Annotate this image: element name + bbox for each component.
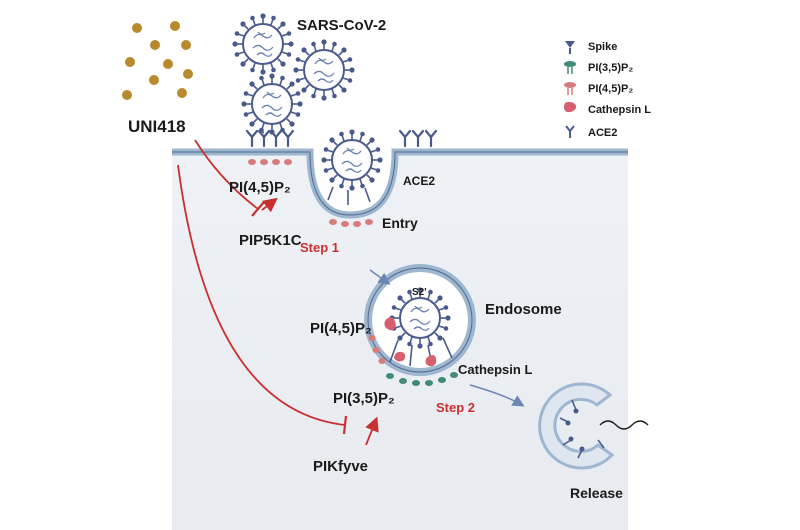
entry-label: Entry (382, 215, 418, 231)
endosome-label: Endosome (485, 301, 562, 318)
pip5k1c-activation (261, 197, 278, 213)
legend-ace2: ACE2 (588, 127, 617, 139)
pit-pi45p2 (329, 219, 373, 227)
pi45p2-label: PI(4,5)P₂ (229, 179, 291, 196)
endosome-pi35p2 (386, 372, 458, 386)
endosome-pi45p2 (368, 335, 386, 364)
uni418-particles (122, 21, 193, 100)
drug-label: UNI418 (128, 117, 186, 136)
step1-label: Step 1 (300, 240, 339, 255)
pi45p2-endosome-label: PI(4,5)P₂ (310, 320, 372, 337)
legend-spike: Spike (588, 41, 617, 53)
ace2-icon (565, 125, 575, 138)
pikfyve-label: PIKfyve (313, 458, 368, 475)
virus-particle (240, 72, 304, 136)
ace2-label: ACE2 (403, 174, 435, 188)
ace2-receptors (398, 129, 438, 148)
release-arrow (469, 384, 525, 407)
released-virus (538, 382, 649, 470)
legend-pi35p2: PI(3,5)P₂ (588, 62, 633, 74)
cathepsin-l-label: Cathepsin L (458, 362, 532, 377)
pi35p2-label: PI(3,5)P₂ (333, 390, 395, 407)
pi35p2-icon (564, 61, 576, 74)
cathepsin-l-icon (564, 101, 577, 113)
legend-cathepsin-l: Cathepsin L (588, 104, 651, 116)
virus-entering (320, 128, 384, 192)
virus-particle (292, 38, 356, 102)
step1-arrow (369, 269, 391, 285)
release-label: Release (570, 485, 623, 501)
spike-ace2-complex (245, 129, 295, 148)
virus-particle (231, 12, 295, 76)
spike-icon (565, 41, 575, 54)
legend-pi45p2: PI(4,5)P₂ (588, 83, 633, 95)
virus-label: SARS-CoV-2 (297, 17, 386, 34)
inhibition-pip5k1c (194, 139, 259, 210)
step2-label: Step 2 (436, 400, 475, 415)
inhibition-pikfyve (177, 164, 346, 426)
pi45p2-membrane-markers (248, 159, 292, 165)
pikfyve-activation (365, 416, 379, 446)
pi45p2-icon (564, 82, 576, 95)
endosome (364, 264, 476, 376)
pip5k1c-label: PIP5K1C (239, 232, 302, 249)
pit-ace2 (327, 186, 371, 205)
legend: Spike PI(3,5)P₂ PI(4,5)P₂ Cathepsin L AC… (564, 41, 651, 139)
s2-label: S2' (412, 287, 427, 298)
